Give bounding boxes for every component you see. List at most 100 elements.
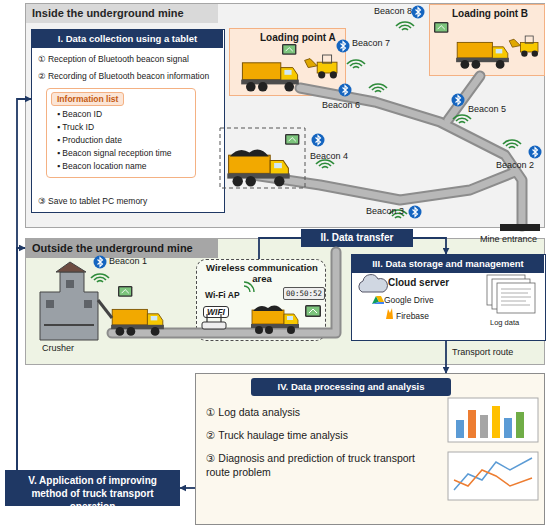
node-text: 00:50:52 xyxy=(283,287,325,300)
beacon-signal xyxy=(91,274,109,282)
mine-road xyxy=(112,252,336,333)
drive-logo xyxy=(372,296,379,304)
node-title: V. Application of improving method of tr… xyxy=(9,474,176,513)
beacon-signal xyxy=(347,60,365,68)
process-box: III. Data storage and managementCloud se… xyxy=(351,254,546,341)
crusher-plant xyxy=(98,300,112,318)
bluetooth-icon xyxy=(94,6,542,269)
crusher-plant xyxy=(66,280,74,288)
bluetooth-icon xyxy=(412,6,425,19)
analysis-chart xyxy=(448,398,538,442)
process-box: II. Data transfer xyxy=(301,229,413,247)
tablet-icon xyxy=(285,134,299,145)
analysis-chart xyxy=(454,458,532,490)
node-title: II. Data transfer xyxy=(301,231,413,244)
bluetooth-icon xyxy=(312,134,325,147)
firebase-logo xyxy=(386,308,393,319)
wifi-router xyxy=(202,322,226,329)
analysis-chart xyxy=(448,398,538,500)
bluetooth-icon xyxy=(452,94,465,107)
truck xyxy=(251,306,299,334)
process-box: I. Data collection using a tablet ① Recep… xyxy=(31,29,225,213)
loader xyxy=(305,55,337,78)
node-title: IV. Data processing and analysis xyxy=(251,378,451,396)
node-title: III. Data storage and management xyxy=(352,255,544,273)
cloud-icon xyxy=(359,275,388,292)
beacon-signal xyxy=(316,160,334,168)
section-band: Outside the underground mineWireless com… xyxy=(25,238,545,365)
loader xyxy=(305,36,538,78)
node-title: Loading point A xyxy=(260,32,336,44)
node-text: WIFI xyxy=(203,306,229,318)
bluetooth-icon xyxy=(337,40,350,53)
mine-road xyxy=(112,76,522,333)
beacon-signal xyxy=(396,22,414,30)
crusher-plant xyxy=(46,300,54,308)
node-text: Firebase xyxy=(396,311,429,321)
tablet-icon xyxy=(305,305,321,317)
flow-arrow xyxy=(17,248,25,470)
mine-road xyxy=(112,252,336,333)
drive-logo xyxy=(372,302,384,304)
tablet-icon xyxy=(282,44,296,55)
mine-road xyxy=(448,76,480,120)
log-file-icon xyxy=(501,289,531,305)
process-box: IV. Data processing and analysis① Log da… xyxy=(195,373,545,525)
wifi-router xyxy=(202,282,254,329)
crusher-plant xyxy=(44,324,94,326)
analysis-chart xyxy=(448,452,538,500)
beacon-signal xyxy=(503,140,521,148)
truck xyxy=(227,149,289,186)
node-text: Wi-Fi AP xyxy=(205,290,240,300)
node-text: ▪ Truck ID xyxy=(57,122,94,132)
bluetooth-icon xyxy=(529,146,542,159)
truck xyxy=(456,42,509,68)
mine-road xyxy=(252,172,515,200)
analysis-chart xyxy=(492,406,500,438)
node-text: Cloud server xyxy=(388,277,449,289)
node-text: ② Recording of Bluetooth beacon informat… xyxy=(38,71,209,81)
wifi-router xyxy=(207,314,221,322)
loading-point-box: Loading point B xyxy=(429,4,545,76)
analysis-chart xyxy=(468,410,476,438)
node-text: ▪ Beacon location name xyxy=(57,161,147,171)
flow-arrow xyxy=(17,99,31,470)
node-title: Wireless communication area xyxy=(201,262,323,285)
mine-road xyxy=(300,88,522,226)
node-text: ① Reception of Bluetooth beacon signal xyxy=(38,54,189,64)
log-file-icon xyxy=(487,275,535,313)
loader xyxy=(509,36,538,57)
node-text: ▪ Production date xyxy=(57,135,122,145)
mine-road xyxy=(448,76,480,120)
cloud-icon xyxy=(359,275,388,292)
drive-logo xyxy=(372,296,384,304)
truck xyxy=(111,309,164,335)
beacon-signal xyxy=(453,115,471,123)
dashed-highlight xyxy=(220,128,305,188)
analysis-chart xyxy=(454,470,532,486)
crusher-plant xyxy=(40,262,112,340)
analysis-chart xyxy=(504,418,512,438)
log-file-icon xyxy=(492,279,530,309)
node-text: Log data xyxy=(490,318,519,327)
flow-arrow xyxy=(259,238,301,259)
mine-road xyxy=(112,76,522,333)
firebase-logo xyxy=(386,308,393,319)
node-text: ③ Diagnosis and prediction of truck tran… xyxy=(206,452,441,479)
mine-entrance-bar xyxy=(500,224,540,231)
node-title: I. Data collection using a tablet xyxy=(32,30,223,48)
truck xyxy=(241,63,299,92)
node-text: ③ Save to tablet PC memory xyxy=(38,196,147,206)
analysis-chart xyxy=(480,415,488,438)
tablet-icon xyxy=(434,22,448,33)
analysis-chart xyxy=(456,420,464,438)
node-text: ② Truck haulage time analysis xyxy=(206,429,348,442)
flow-arrow xyxy=(413,238,446,254)
bluetooth-icon xyxy=(339,84,352,97)
section-band: Inside the underground mineI. Data colle… xyxy=(25,3,545,228)
beacon-signal xyxy=(91,22,521,282)
bluetooth-icon xyxy=(94,256,107,269)
process-box: V. Application of improving method of tr… xyxy=(5,470,180,506)
